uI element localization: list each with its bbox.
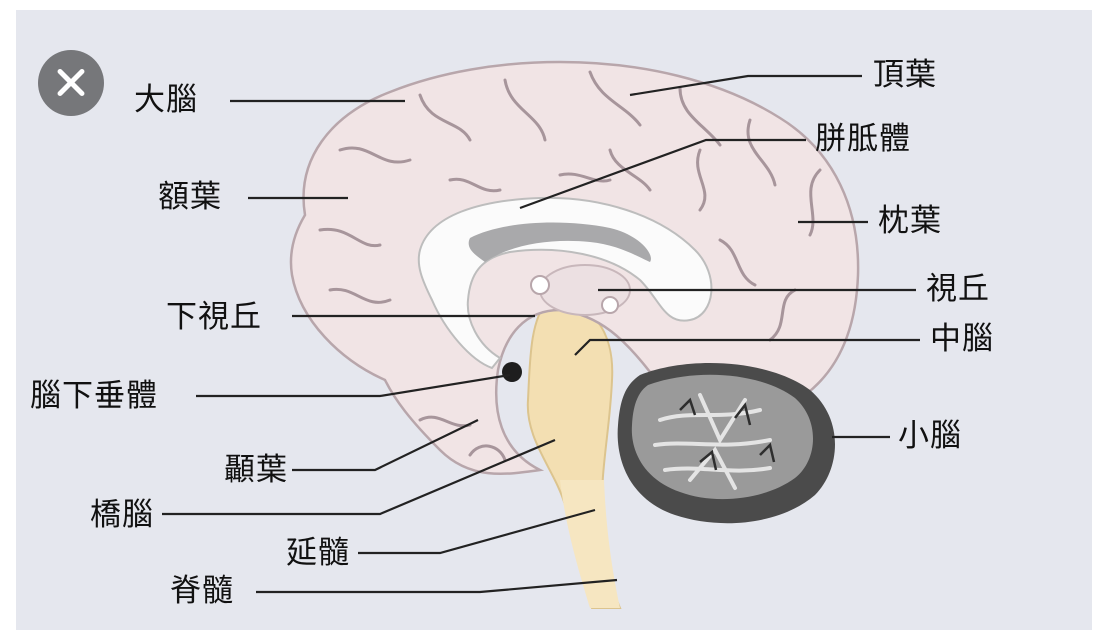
label-frontal-lobe: 額葉 [158,182,222,213]
label-medulla: 延髓 [286,538,350,569]
close-button[interactable] [38,50,104,116]
label-corpus-callosum: 胼胝體 [815,124,911,155]
label-pons: 橋腦 [90,500,154,531]
cerebellum-shape [618,363,835,523]
label-pituitary: 腦下垂體 [30,381,158,412]
spinal-cord-shape [560,480,620,608]
label-midbrain: 中腦 [930,324,994,355]
pituitary-shape [502,362,522,382]
label-cerebrum: 大腦 [134,85,198,116]
label-cerebellum: 小腦 [898,421,962,452]
label-occipital-lobe: 枕葉 [878,206,942,237]
label-thalamus: 視丘 [926,274,990,305]
label-spinal-cord: 脊髓 [170,576,234,607]
label-hypothalamus: 下視丘 [166,302,262,333]
label-parietal-lobe: 頂葉 [873,60,937,91]
label-temporal-lobe: 顳葉 [224,455,288,486]
